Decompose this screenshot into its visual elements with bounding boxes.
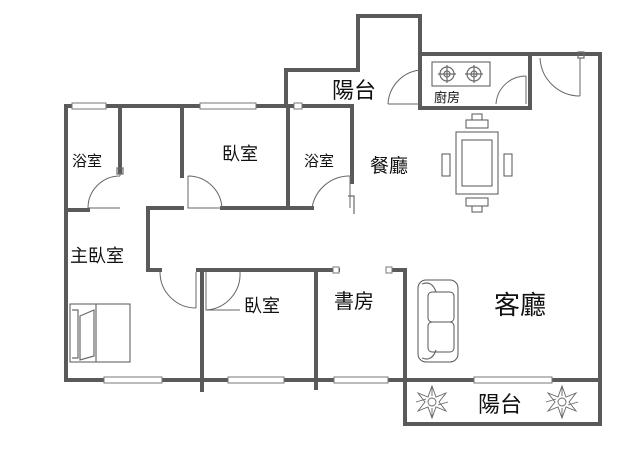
window-icon bbox=[385, 266, 393, 274]
window-icon bbox=[473, 376, 553, 384]
window-icon bbox=[103, 376, 163, 384]
window-icon bbox=[332, 266, 340, 274]
label-living: 客廳 bbox=[494, 291, 546, 321]
label-bath-master: 浴室 bbox=[72, 152, 102, 170]
door-icon bbox=[87, 172, 121, 209]
stove-icon bbox=[431, 61, 491, 87]
sofa-icon bbox=[417, 279, 459, 363]
label-dining: 餐廳 bbox=[370, 155, 408, 177]
doors bbox=[87, 51, 585, 311]
window-icon bbox=[199, 102, 257, 110]
door-icon bbox=[205, 271, 241, 311]
flower-icon bbox=[545, 384, 579, 420]
label-balcony-bottom: 陽台 bbox=[478, 393, 522, 418]
door-icon bbox=[311, 175, 351, 209]
label-study: 書房 bbox=[334, 289, 374, 313]
walls bbox=[64, 14, 602, 426]
door-icon bbox=[387, 69, 421, 105]
door-icon bbox=[539, 57, 581, 97]
door-icon bbox=[159, 271, 197, 309]
dining-table-icon bbox=[441, 113, 513, 213]
window-icon bbox=[293, 102, 303, 110]
label-bedroom-top: 臥室 bbox=[222, 144, 258, 165]
label-bath-center: 浴室 bbox=[304, 152, 334, 170]
label-kitchen: 廚房 bbox=[434, 90, 460, 106]
window-icon bbox=[227, 376, 285, 384]
door-icon bbox=[495, 75, 527, 105]
label-bedroom-bottom: 臥室 bbox=[244, 296, 280, 317]
window-icon bbox=[333, 376, 389, 384]
window-icon bbox=[71, 102, 107, 110]
windows bbox=[71, 102, 553, 384]
room-labels: 浴室 臥室 浴室 餐廳 陽台 廚房 主臥室 臥室 書房 客廳 陽台 bbox=[70, 79, 546, 418]
flower-icon bbox=[415, 384, 449, 420]
label-balcony-top: 陽台 bbox=[332, 79, 376, 104]
bed-icon bbox=[69, 303, 131, 363]
door-icon bbox=[187, 175, 223, 209]
label-master-bedroom: 主臥室 bbox=[70, 246, 124, 267]
